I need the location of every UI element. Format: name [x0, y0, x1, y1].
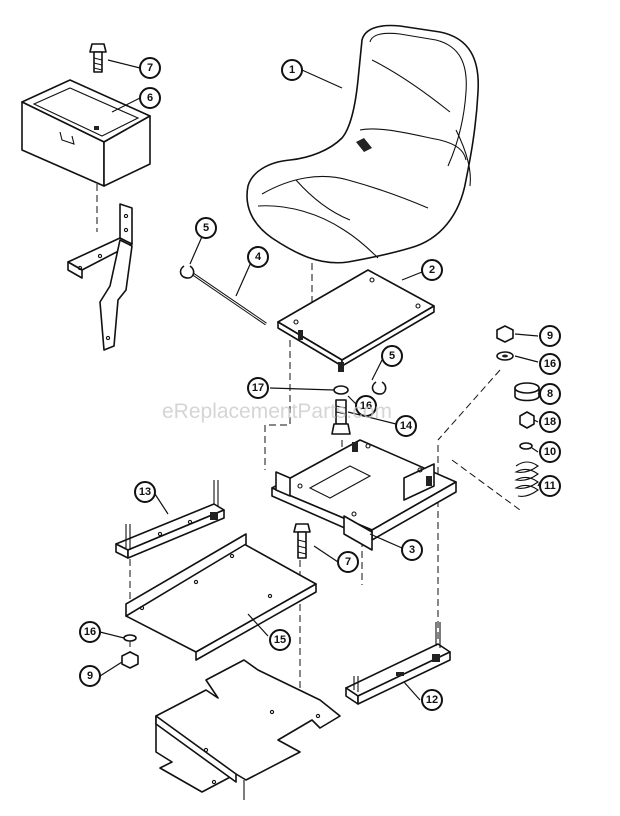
leader-lines	[99, 59, 542, 701]
callout-label: 15	[274, 634, 286, 646]
callout-5-lower: 5	[381, 345, 403, 367]
lower-frame	[155, 659, 341, 800]
callout-label: 1	[289, 64, 295, 76]
callout-4: 4	[247, 246, 269, 268]
callout-1: 1	[281, 59, 303, 81]
callout-7-lower: 7	[337, 551, 359, 573]
callout-10: 10	[539, 441, 561, 463]
callout-label: 16	[84, 626, 96, 638]
callout-label: 18	[544, 416, 556, 428]
retaining-clip-upper	[179, 265, 195, 279]
hex-bolt-upper	[89, 43, 107, 73]
callout-18: 18	[539, 411, 561, 433]
callout-15: 15	[269, 629, 291, 651]
callout-7-upper: 7	[139, 57, 161, 79]
slide-rail-right	[345, 622, 451, 705]
callout-label: 13	[139, 486, 151, 498]
seat	[246, 24, 480, 264]
hardware-stack-left	[121, 634, 139, 669]
callout-label: 11	[544, 480, 556, 492]
callout-label: 5	[203, 222, 209, 234]
callout-label: 16	[360, 400, 372, 412]
hardware-stack-right	[496, 325, 540, 497]
callout-label: 14	[400, 420, 413, 432]
callout-label: 3	[409, 544, 415, 556]
callout-14: 14	[395, 415, 417, 437]
callout-label: 12	[426, 694, 438, 706]
callout-5-upper: 5	[195, 217, 217, 239]
callout-16-center: 16	[355, 395, 377, 417]
callout-label: 17	[252, 382, 264, 394]
callout-label: 10	[544, 446, 556, 458]
adjuster-rod	[189, 270, 267, 326]
callout-17: 17	[247, 377, 269, 399]
tray-bracket	[67, 203, 133, 351]
seat-base-bracket	[271, 439, 457, 551]
hardware-stack-center	[331, 385, 351, 435]
callout-label: 9	[87, 670, 93, 682]
callout-label: 2	[429, 264, 435, 276]
callout-13: 13	[134, 481, 156, 503]
callout-16-right: 16	[539, 353, 561, 375]
callout-11: 11	[539, 475, 561, 497]
storage-tray	[21, 79, 151, 187]
callout-8: 8	[539, 383, 561, 405]
watermark: eReplacementParts.com	[162, 400, 392, 423]
seat-mounting-plate	[277, 269, 435, 372]
callout-label: 8	[547, 388, 553, 400]
callout-label: 7	[147, 62, 153, 74]
callout-9-right: 9	[539, 325, 561, 347]
callout-16-left: 16	[79, 621, 101, 643]
callout-label: 9	[547, 330, 553, 342]
callout-label: 7	[345, 556, 351, 568]
callout-3: 3	[401, 539, 423, 561]
callout-2: 2	[421, 259, 443, 281]
slide-rail-left	[115, 480, 225, 559]
callout-6: 6	[139, 87, 161, 109]
callout-9-left: 9	[79, 665, 101, 687]
callout-label: 6	[147, 92, 153, 104]
callout-label: 5	[389, 350, 395, 362]
hex-bolt-lower	[293, 523, 311, 559]
callout-12: 12	[421, 689, 443, 711]
retaining-clip-lower	[371, 381, 387, 395]
callout-label: 4	[255, 251, 262, 263]
callout-label: 16	[544, 358, 556, 370]
